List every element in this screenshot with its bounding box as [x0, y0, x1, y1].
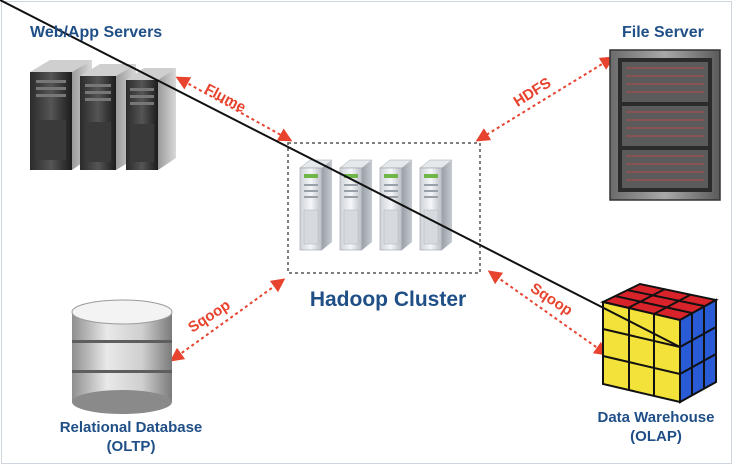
web-app-servers-icon — [30, 60, 176, 170]
hadoop-servers-icon — [299, 159, 453, 251]
data-warehouse-label: Data Warehouse (OLAP) — [586, 408, 726, 446]
relational-database-label-line2: (OLTP) — [106, 438, 156, 455]
file-server-rack-icon — [609, 49, 721, 201]
relational-database-label-line1: Relational Database — [59, 419, 203, 436]
arrow-file-to-hadoop — [475, 56, 615, 142]
hadoop-cluster-box — [287, 142, 481, 274]
relational-database-label: Relational Database (OLTP) — [36, 418, 226, 456]
hadoop-cluster-label: Hadoop Cluster — [309, 288, 467, 311]
relational-database-icon — [71, 299, 173, 414]
web-app-servers-label: Web/App Servers — [30, 24, 163, 41]
data-warehouse-cube-icon — [0, 0, 719, 404]
arrow-rdb-to-hadoop — [169, 278, 286, 362]
arrow-dw-to-hadoop — [487, 270, 609, 356]
data-warehouse-label-line1: Data Warehouse — [597, 409, 715, 426]
file-server-label: File Server — [622, 24, 704, 41]
data-warehouse-label-line2: (OLAP) — [630, 428, 682, 445]
